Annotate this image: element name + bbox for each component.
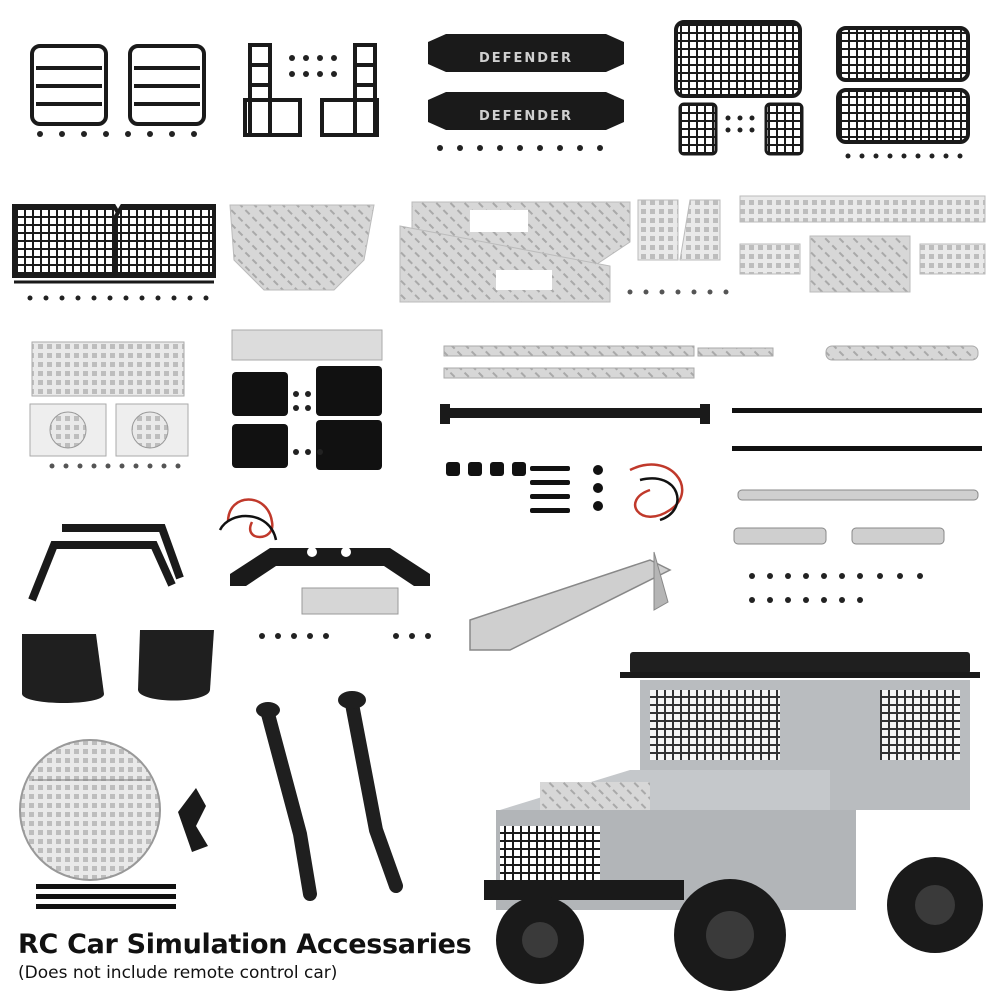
mud-flaps — [231, 329, 383, 470]
window-mesh-guards — [674, 20, 970, 156]
snorkel-caps — [256, 691, 366, 718]
product-caption: RC Car Simulation Accessaries (Does not … — [18, 928, 578, 984]
defender-bar-2: DEFENDER — [428, 92, 624, 130]
spare-wheel-bracket — [178, 788, 208, 852]
snorkel-kit — [261, 697, 403, 901]
seat-cushions — [22, 630, 214, 703]
side-window-guards — [12, 204, 216, 284]
roof-gutter-bar — [440, 404, 710, 424]
defender-bar-2-label: DEFENDER — [479, 109, 573, 124]
screws-row-1a — [37, 131, 197, 137]
screws-row-1d — [725, 115, 963, 159]
running-board-strips — [443, 345, 979, 379]
lamp-guard-pair — [30, 44, 206, 126]
spare-wheel-cover — [19, 739, 161, 881]
screws-row-1b — [289, 55, 337, 77]
grille-and-light-panels — [29, 341, 189, 457]
hood-tread-plate — [229, 204, 375, 291]
screws-row-2a — [27, 295, 209, 301]
trim-rods — [732, 408, 982, 451]
corner-tread-plates — [637, 199, 721, 261]
product-subtitle: (Does not include remote control car) — [18, 963, 338, 983]
defender-bar-1: DEFENDER — [428, 34, 624, 72]
door-sill-plates — [739, 195, 986, 293]
wired-led-harness — [218, 498, 278, 541]
screws-row-3b — [293, 391, 323, 455]
product-title: RC Car Simulation Accessaries — [18, 929, 472, 960]
screws-row-1c — [437, 145, 603, 151]
chassis-skid-plate — [469, 551, 672, 651]
screws-row-4a — [259, 633, 431, 639]
defender-bar-1-label: DEFENDER — [479, 51, 573, 66]
front-bumper-and-skid — [230, 547, 430, 615]
wheel-arch-flares — [28, 524, 184, 602]
rc-car-defender — [484, 652, 983, 991]
tail-light-guard-pair — [243, 43, 379, 137]
screws-row-3a — [49, 463, 181, 469]
screws-row-4b — [749, 573, 923, 603]
wired-light-kit — [629, 463, 684, 522]
fender-tread-plates — [399, 201, 631, 303]
hinge-set — [733, 489, 979, 545]
door-handles-and-lights — [446, 462, 603, 513]
screws-row-2b — [627, 289, 729, 295]
trim-strip-set — [36, 884, 176, 909]
